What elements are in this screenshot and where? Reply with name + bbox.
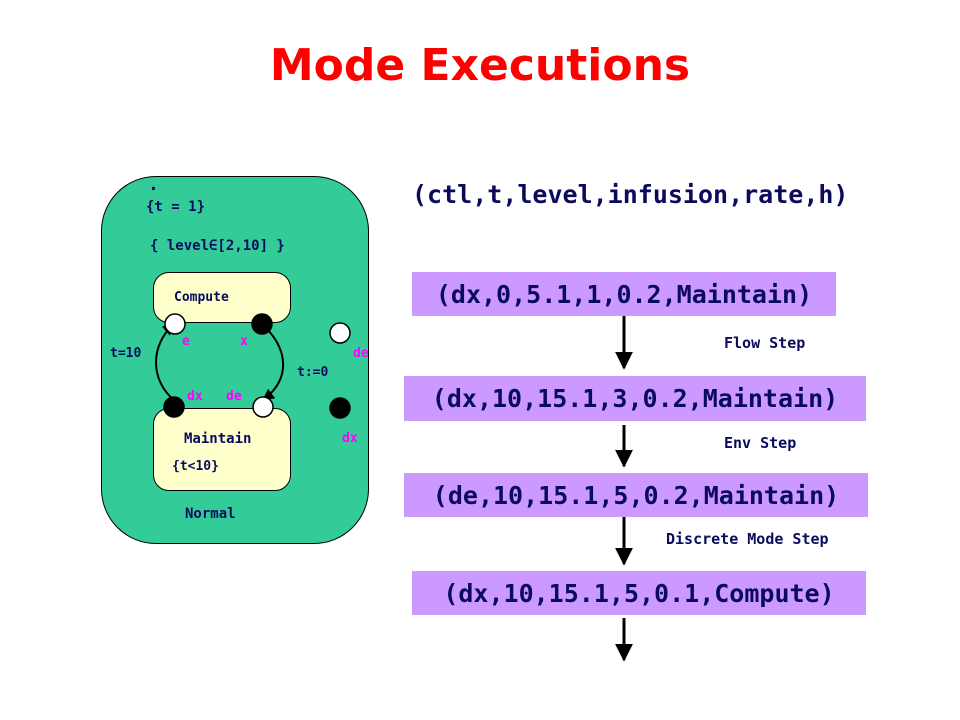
page-title: Mode Executions (269, 40, 691, 91)
normal-mode-label: Normal (185, 506, 236, 522)
state-4: (dx,10,15.1,5,0.1,Compute) (412, 571, 866, 615)
state-3: (de,10,15.1,5,0.2,Maintain) (404, 473, 868, 517)
port-dx-outer-circle (329, 397, 351, 419)
transition-compute-to-maintain (261, 323, 284, 401)
port-dx-outer-label: dx (342, 431, 358, 446)
port-de-outer-circle (329, 322, 351, 344)
port-de-outer-label: de (353, 346, 369, 361)
port-dx-inner-label: dx (187, 389, 203, 404)
port-e-circle (164, 313, 186, 335)
maintain-mode-label: Maintain (184, 431, 252, 447)
flow-dot: . (148, 174, 159, 195)
maintain-mode-box (153, 408, 291, 491)
port-dx-inner-circle (163, 396, 185, 418)
port-de-inner-circle (252, 396, 274, 418)
step-label-discrete: Discrete Mode Step (666, 530, 829, 548)
state-1: (dx,0,5.1,1,0.2,Maintain) (412, 272, 836, 316)
flow-constraint: {t = 1} (146, 199, 206, 215)
level-invariant: { level∈[2,10] } (150, 238, 285, 254)
guard-label: t=10 (110, 346, 142, 361)
compute-mode-label: Compute (174, 290, 229, 305)
port-de-inner-label: de (226, 389, 242, 404)
port-e-label: e (182, 334, 190, 349)
state-2: (dx,10,15.1,3,0.2,Maintain) (404, 376, 866, 421)
maintain-invariant: {t<10} (172, 459, 219, 474)
step-label-env: Env Step (724, 434, 797, 452)
port-x-circle (251, 313, 273, 335)
port-x-label: x (240, 334, 248, 349)
tuple-header: (ctl,t,level,infusion,rate,h) (412, 180, 849, 209)
reset-label: t:=0 (297, 365, 329, 380)
step-label-flow: Flow Step (724, 334, 806, 352)
transition-maintain-to-compute (155, 323, 175, 401)
